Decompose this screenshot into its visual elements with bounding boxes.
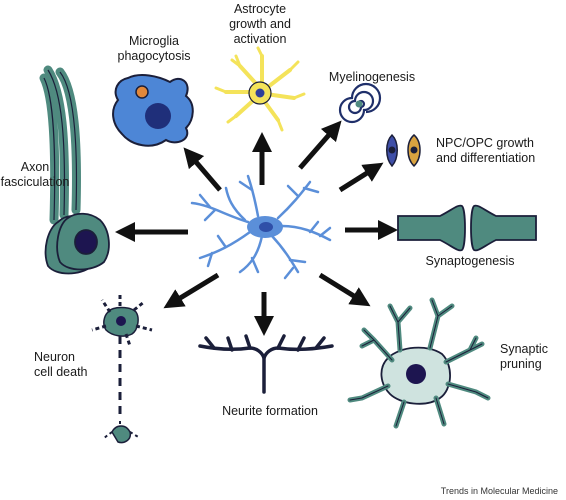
astrocyte-icon (214, 46, 306, 132)
microglia-icon (112, 74, 194, 147)
label-npc-opc: NPC/OPC growth and differentiation (436, 136, 536, 165)
opc-cell-icon (407, 134, 421, 168)
npc-cell-icon (386, 133, 398, 168)
neurite-neuron-icon (198, 334, 334, 394)
label-myelinogenesis: Myelinogenesis (328, 70, 416, 84)
dying-neuron-icon (91, 294, 153, 444)
credit-line: Trends in Molecular Medicine (440, 486, 558, 496)
label-microglia-phagocytosis: Microglia phagocytosis (117, 34, 191, 63)
arrow-to-microglia (183, 147, 222, 192)
center-cell-nucleus (259, 222, 273, 232)
myelin-spiral-icon (338, 82, 382, 124)
pruning-neuron-icon (347, 297, 491, 429)
arrow-to-neuron-death (163, 272, 220, 309)
label-synaptic-pruning: Synaptic pruning (500, 342, 548, 371)
synapse-icon (397, 204, 537, 252)
arrow-to-myelinogenesis (298, 120, 342, 170)
label-synaptogenesis: Synaptogenesis (425, 254, 515, 268)
label-neurite-formation: Neurite formation (222, 404, 318, 418)
center-astrocyte-icon (190, 174, 332, 280)
label-neuron-cell-death: Neuron cell death (34, 350, 88, 379)
arrow-to-npc (338, 162, 384, 193)
label-astrocyte-growth: Astrocyte growth and activation (229, 2, 291, 46)
label-axon-fasciculation: Axon fasciculation (0, 160, 70, 189)
arrows (115, 120, 398, 336)
arrow-to-pruning (318, 272, 371, 307)
axon-bundle-icon (39, 65, 110, 275)
